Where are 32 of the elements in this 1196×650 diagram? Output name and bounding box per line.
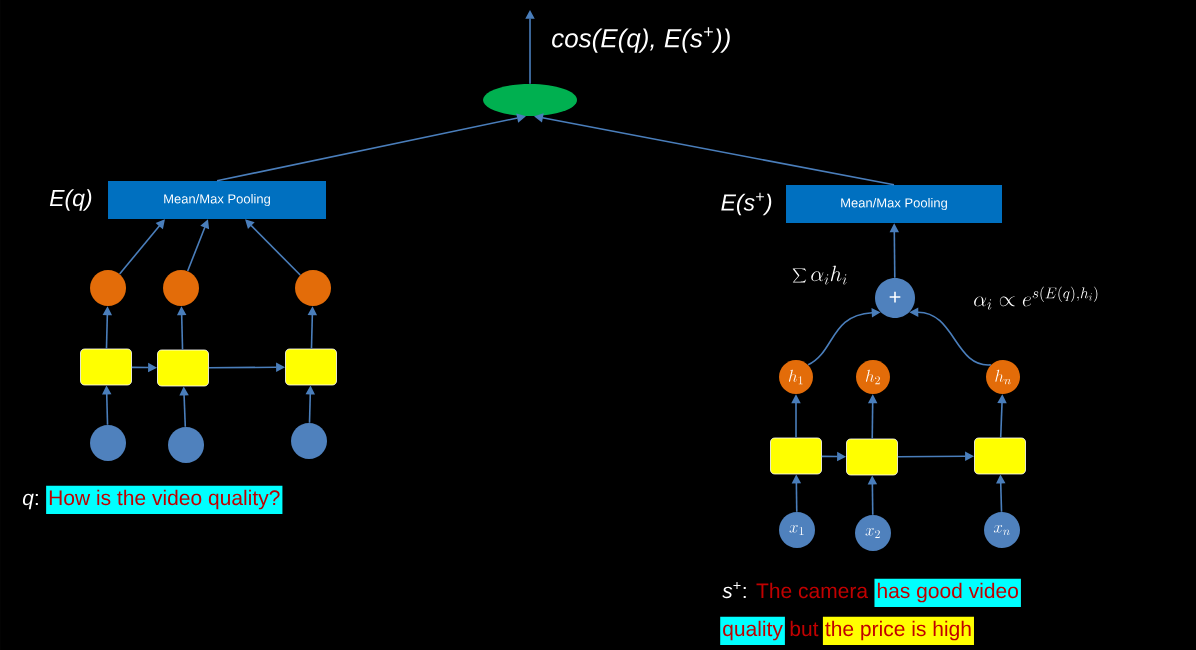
formula: $\sum \alpha_i h_i$ (792, 265, 847, 285)
pooling-box: Mean/Max Pooling (108, 181, 326, 219)
highlighted-text: the price is high (822, 616, 974, 645)
input-circle (90, 425, 126, 461)
rnn-cell (285, 348, 337, 386)
similarity-ellipse (483, 84, 577, 116)
embedding-label: E(s$^{+}$) (721, 192, 772, 216)
rnn-cell (846, 438, 898, 476)
sentence-text: The camera (756, 582, 869, 599)
arrow (216, 113, 526, 182)
formula: $\alpha_i \propto e^{s(E(q),h_i)}$ (974, 286, 1098, 310)
rnn-cell (80, 348, 132, 386)
hidden-state-circle (295, 270, 331, 306)
arrow (245, 219, 302, 276)
embedding-label: cos(E(q), E(s$^{+}$)) (552, 27, 730, 53)
arrow (118, 219, 165, 275)
sentence-label: s$^{+}$: (722, 581, 746, 599)
highlighted-text: has good video (874, 578, 1021, 607)
sentence-text: but (790, 620, 819, 637)
input-circle (168, 427, 204, 463)
hidden-state-circle (90, 270, 126, 306)
arrow (534, 113, 895, 186)
input-circle (291, 423, 327, 459)
rnn-cell (770, 437, 822, 475)
highlighted-text: How is the video quality? (46, 485, 283, 514)
pooling-box: Mean/Max Pooling (786, 185, 1002, 223)
highlighted-text: quality (720, 616, 785, 645)
embedding-label: E(q) (49, 189, 92, 211)
query-label: q: (22, 493, 38, 510)
rnn-cell (157, 349, 209, 387)
rnn-cell (974, 437, 1026, 475)
hidden-state-circle (163, 270, 199, 306)
